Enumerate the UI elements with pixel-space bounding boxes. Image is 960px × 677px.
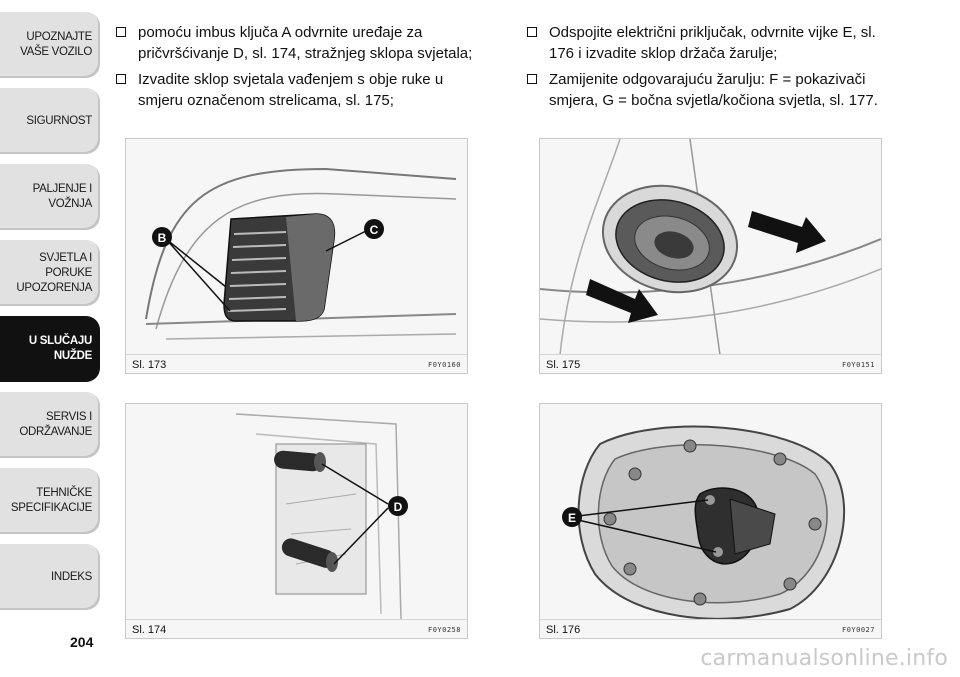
- arrow-left-icon: [586, 279, 658, 323]
- fixing-devices-illustration: D: [235, 413, 408, 620]
- figure-code: F0Y0027: [841, 626, 875, 634]
- tab-paljenje-i-voznja[interactable]: PALJENJE I VOŽNJA: [0, 164, 100, 230]
- tab-upoznajte-vase-vozilo[interactable]: UPOZNAJTE VAŠE VOZILO: [0, 12, 100, 78]
- callout-d-marker: [388, 496, 408, 516]
- svg-text:C: C: [370, 223, 379, 237]
- figure-caption: Sl. 174: [132, 624, 167, 636]
- right-text-column: Odspojite električni priključak, odvrnit…: [523, 22, 903, 116]
- callout-e-marker: [562, 507, 582, 527]
- figure-175: Sl. 175 F0Y0151: [539, 138, 882, 374]
- figure-caption: Sl. 176: [546, 624, 581, 636]
- bulb-holder-illustration: E: [562, 425, 845, 620]
- figure-174: D Sl. 174 F0Y0258: [125, 403, 468, 639]
- checkbox-bullet-icon: [116, 27, 126, 37]
- tab-indeks[interactable]: INDEKS: [0, 544, 100, 610]
- figure-caption: Sl. 175: [546, 359, 581, 371]
- figure-173: B C Sl. 173 F0Y0160: [125, 138, 468, 374]
- page-number: 204: [70, 634, 94, 650]
- svg-text:E: E: [568, 511, 576, 525]
- svg-text:B: B: [158, 231, 167, 245]
- tail-light-removal-illustration: [540, 139, 881, 355]
- tail-light-housing-illustration: B C: [145, 167, 457, 340]
- checkbox-bullet-icon: [527, 27, 537, 37]
- list-item: Zamijenite odgovarajuću žarulju: F = pok…: [523, 69, 903, 111]
- watermark: carmanualsonline.info: [700, 646, 948, 671]
- tab-servis-i-odrzavanje[interactable]: SERVIS I ODRŽAVANJE: [0, 392, 100, 458]
- figure-code: F0Y0160: [427, 361, 461, 369]
- svg-text:D: D: [394, 500, 403, 514]
- tab-sigurnost[interactable]: SIGURNOST: [0, 88, 100, 154]
- list-item: Izvadite sklop svjetala vađenjem s obje …: [112, 69, 482, 111]
- figure-code: F0Y0258: [427, 626, 461, 634]
- callout-c-marker: [364, 219, 384, 239]
- tab-u-slucaju-nuzde[interactable]: U SLUČAJU NUŽDE: [0, 316, 100, 382]
- left-text-column: pomoću imbus ključa A odvrnite uređaje z…: [112, 22, 482, 116]
- arrow-right-icon: [748, 211, 826, 253]
- figure-code: F0Y0151: [841, 361, 875, 369]
- checkbox-bullet-icon: [116, 74, 126, 84]
- tab-tehnicke-specifikacije[interactable]: TEHNIČKE SPECIFIKACIJE: [0, 468, 100, 534]
- figure-caption: Sl. 173: [132, 359, 167, 371]
- callout-b-marker: [152, 227, 172, 247]
- list-item: Odspojite električni priključak, odvrnit…: [523, 22, 903, 64]
- checkbox-bullet-icon: [527, 74, 537, 84]
- tab-svjetla-i-poruke[interactable]: SVJETLA I PORUKE UPOZORENJA: [0, 240, 100, 306]
- list-item: pomoću imbus ključa A odvrnite uređaje z…: [112, 22, 482, 64]
- figure-176: E Sl. 176 F0Y0027: [539, 403, 882, 639]
